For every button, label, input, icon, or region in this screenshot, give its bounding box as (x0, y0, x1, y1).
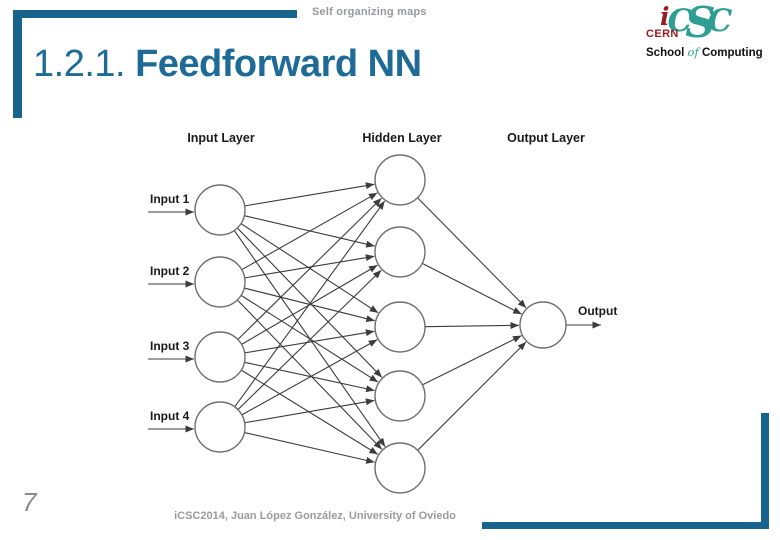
hidden-node-1 (374, 154, 426, 206)
edge-input3-hidden4 (244, 361, 375, 393)
input-node-1 (194, 184, 246, 236)
edge-input3-hidden1 (237, 197, 382, 340)
input-label-4: Input 4 (150, 409, 190, 423)
icsc-logo-glyphs: iCSC (660, 2, 732, 44)
hidden-node-3 (374, 301, 426, 353)
input-node-2 (194, 256, 246, 308)
logo-computing-word: Computing (701, 47, 763, 59)
page-number: 7 (22, 487, 37, 517)
top-left-bracket-horizontal (13, 10, 297, 18)
edge-input3-hidden3 (244, 329, 375, 354)
output-node (519, 301, 567, 349)
edge-hidden5-output (417, 341, 527, 451)
logo-letter-i: i (660, 2, 670, 31)
logo-of-word: of (687, 45, 699, 59)
edge-input1-hidden4 (236, 227, 383, 378)
logo-letter-s: S (685, 0, 716, 47)
edge-hidden2-output (422, 262, 522, 315)
hidden-node-2 (374, 226, 426, 278)
edge-hidden3-output (424, 321, 520, 329)
page-title: 1.2.1.Feedforward NN (33, 43, 422, 86)
input-label-2: Input 2 (150, 264, 190, 278)
bottom-right-bracket-horizontal (482, 522, 769, 529)
input-node-4 (194, 401, 246, 453)
title-section-number: 1.2.1. (33, 43, 126, 85)
top-left-bracket-vertical (13, 10, 22, 118)
logo-school-word: School (646, 47, 685, 59)
edge-input2-hidden4 (240, 294, 379, 383)
edge-input3-hidden5 (240, 369, 379, 455)
edge-input4-hidden3 (241, 339, 378, 416)
edge-input4-hidden5 (244, 432, 375, 464)
edge-input2-hidden5 (236, 299, 383, 450)
edge-input4-hidden4 (244, 398, 375, 424)
logo-letter-c2: C (707, 3, 733, 39)
icsc-logo: iCSC CERN School of Computing (644, 2, 774, 62)
title-text: Feedforward NN (135, 43, 422, 85)
edge-input1-hidden1 (244, 182, 375, 207)
input-label-1: Input 1 (150, 192, 190, 206)
edge-input2-hidden2 (244, 254, 375, 279)
edge-hidden4-output (422, 335, 522, 386)
edge-hidden1-output (417, 197, 527, 309)
footer-credit: iCSC2014, Juan López González, Universit… (174, 510, 456, 522)
edge-input4-hidden1 (234, 200, 386, 408)
edge-input2-hidden1 (241, 192, 378, 271)
hidden-node-5 (374, 442, 426, 494)
input-label-3: Input 3 (150, 339, 190, 353)
layer-label-2: Hidden Layer (362, 131, 441, 145)
breadcrumb: Self organizing maps (312, 6, 427, 18)
logo-cern-text: CERN (646, 28, 679, 40)
hidden-node-4 (374, 370, 426, 422)
logo-letter-c1: C (667, 3, 693, 39)
layer-label-1: Input Layer (187, 131, 255, 145)
logo-school-text: School of Computing (646, 45, 763, 59)
bottom-right-bracket-vertical (761, 413, 769, 529)
layer-label-3: Output Layer (507, 131, 585, 145)
output-label: Output (578, 304, 617, 318)
edge-input4-hidden2 (237, 269, 382, 410)
input-node-3 (194, 331, 246, 383)
